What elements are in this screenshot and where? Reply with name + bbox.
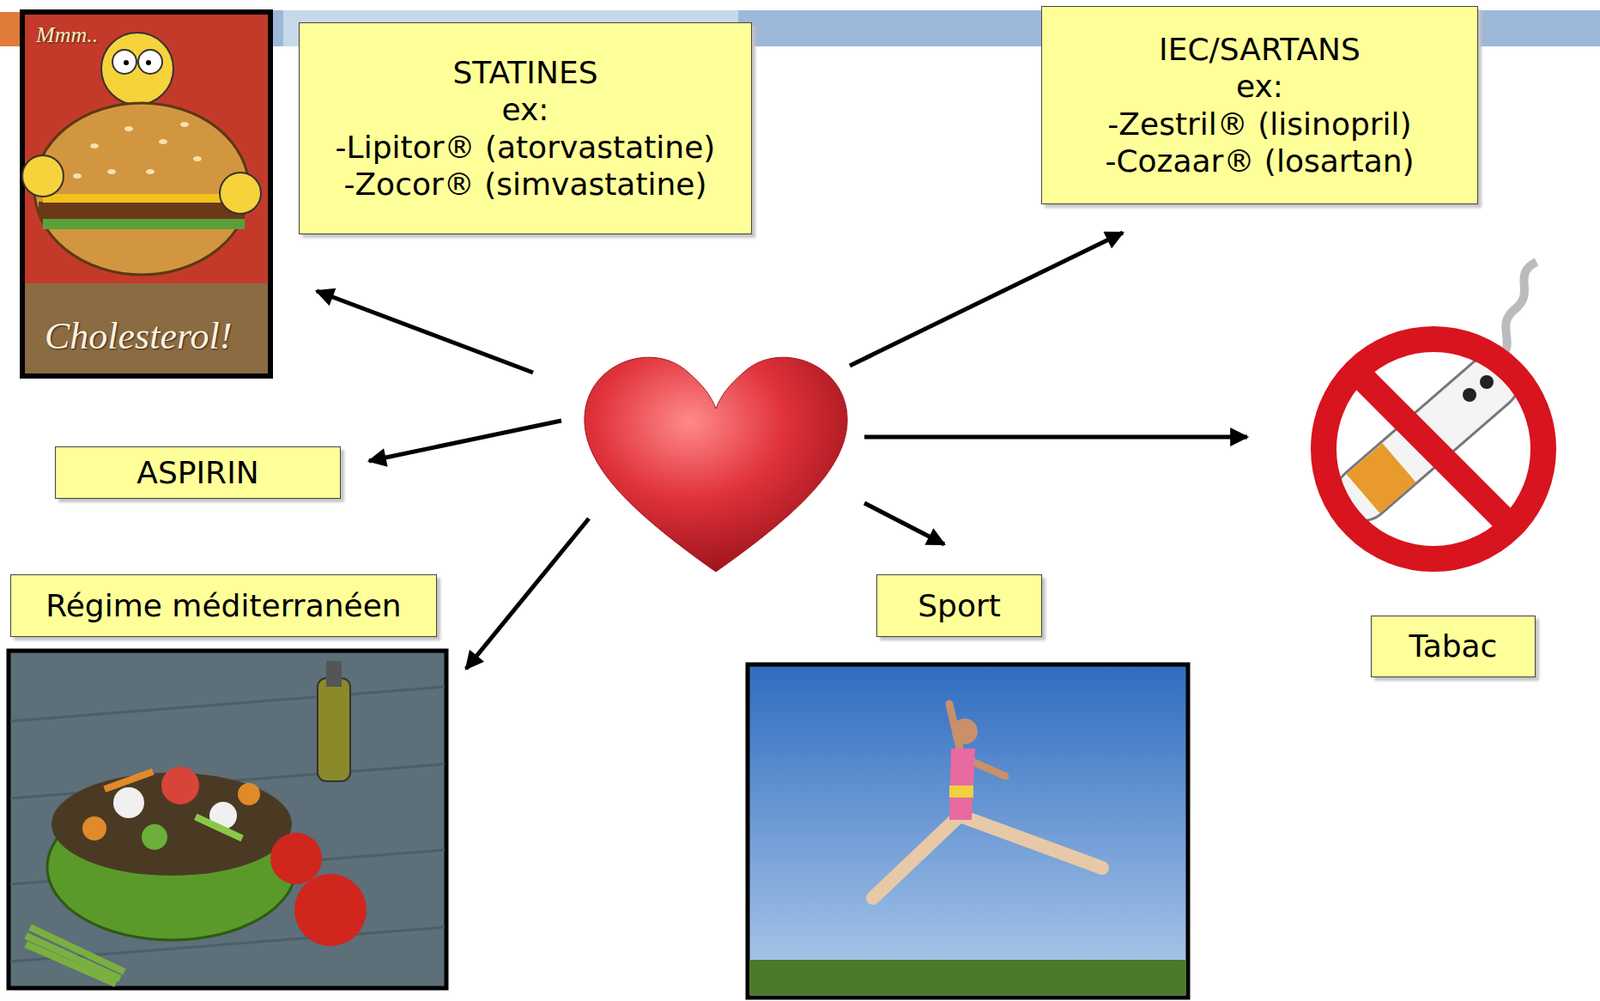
box-text: -Zocor® (simvastatine): [343, 165, 707, 203]
box-text: STATINES: [452, 54, 598, 91]
box-text: Sport: [917, 587, 1001, 625]
box-text: Tabac: [1409, 627, 1498, 665]
text-box: Régime méditerranéen: [10, 574, 437, 637]
text-box: Tabac: [1370, 615, 1536, 678]
box-text: Régime méditerranéen: [45, 587, 401, 625]
poster-text: Cholesterol!: [44, 314, 232, 358]
cholesterol-poster: [22, 12, 271, 376]
heart-arrows: [316, 232, 1248, 669]
no-smoking-sign: [1323, 261, 1544, 559]
salad-photo: [8, 650, 447, 988]
text-box: IEC/SARTANSex:-Zestril® (lisinopril)-Coz…: [1041, 6, 1479, 205]
text-box: STATINESex:-Lipitor® (atorvastatine)-Zoc…: [298, 22, 752, 235]
box-text: -Cozaar® (losartan): [1104, 142, 1414, 180]
box-text: ASPIRIN: [136, 454, 259, 491]
box-text: ex:: [502, 90, 550, 128]
text-box: Sport: [876, 574, 1043, 637]
box-text: IEC/SARTANS: [1158, 30, 1361, 68]
poster-text: Mmm..: [36, 22, 98, 49]
heart: [584, 357, 848, 572]
box-text: -Zestril® (lisinopril): [1107, 105, 1412, 143]
box-text: ex:: [1236, 67, 1284, 105]
text-box: ASPIRIN: [54, 446, 341, 499]
box-text: -Lipitor® (atorvastatine): [335, 128, 716, 166]
sport-photo: [747, 664, 1188, 998]
